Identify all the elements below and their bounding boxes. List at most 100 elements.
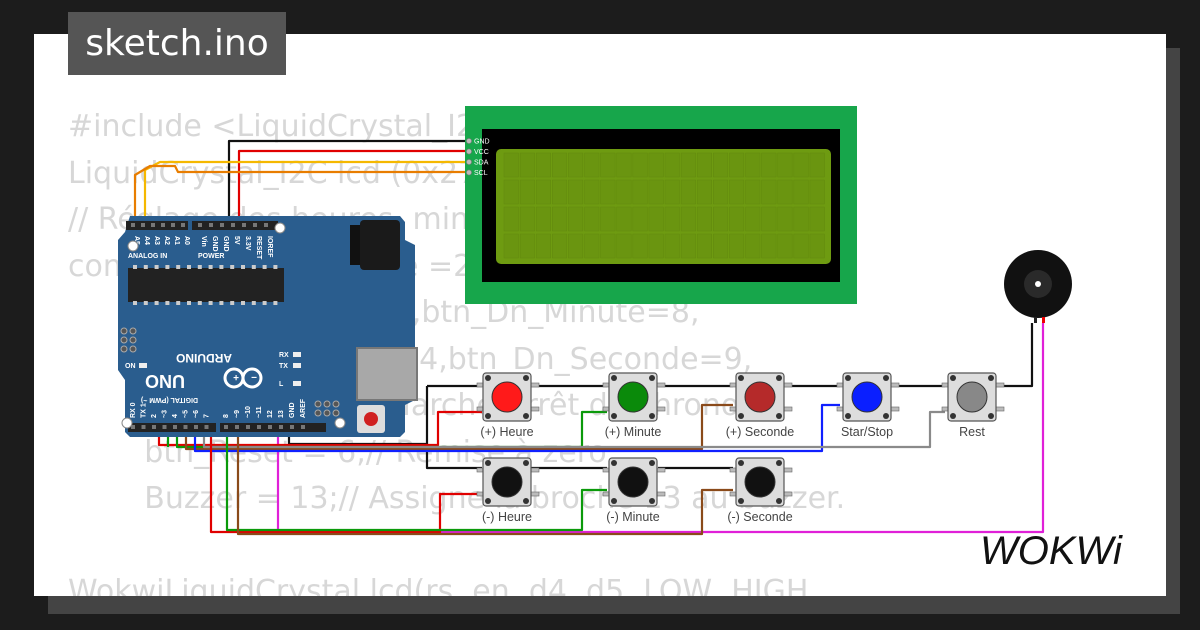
button-label: (-) Heure <box>482 510 532 524</box>
analog-pin-label: A1 <box>173 236 180 245</box>
button-label: (-) Seconde <box>727 510 792 524</box>
wire-dn-minute <box>225 429 607 532</box>
pushbutton[interactable]: (+) Heure <box>476 372 540 439</box>
button-cap[interactable] <box>617 381 649 413</box>
digital-pin-label: ~3 <box>162 410 169 418</box>
digital-pin-label: TX 1 <box>141 403 148 418</box>
pushbutton[interactable]: (+) Minute <box>602 372 666 439</box>
button-label: (+) Seconde <box>726 425 794 439</box>
buzzer[interactable] <box>1004 250 1072 323</box>
power-pin-label: GND <box>222 236 229 252</box>
board-leds: ON L TX RX <box>125 352 301 388</box>
wire-dn-seconde <box>236 429 733 536</box>
digital-pin-label: ~9 <box>234 410 241 418</box>
infinity-logo: − + <box>223 367 263 389</box>
led-label: TX <box>279 363 288 370</box>
button-label: Star/Stop <box>841 425 893 439</box>
lcd-character-grid <box>503 152 825 259</box>
atmega-chip <box>128 268 284 302</box>
led-label: L <box>279 381 284 388</box>
model-text: UNO <box>145 371 185 391</box>
digital-pin-label: 8 <box>223 414 230 418</box>
lcd-pin-label: SCL <box>474 170 488 177</box>
button-label: (-) Minute <box>606 510 660 524</box>
analog-pin-label: A0 <box>183 236 190 245</box>
digital-pin-label: ~11 <box>256 406 263 418</box>
digital-pin-label: 2 <box>151 414 158 418</box>
digital-pin-label: RX 0 <box>130 402 137 418</box>
power-pin-label: 5V <box>233 236 240 245</box>
lcd-pin-label: VCC <box>474 149 489 156</box>
svg-text:−: − <box>251 371 257 382</box>
digital-pin-label: 4 <box>172 414 179 418</box>
svg-text:+: + <box>233 371 239 382</box>
wires <box>133 139 1045 536</box>
pushbutton[interactable]: Rest <box>941 372 1005 439</box>
digital-pin-label: ~6 <box>193 410 200 418</box>
wire-vcc-lcd <box>237 149 469 224</box>
lcd-pin-label: SDA <box>474 160 489 167</box>
lcd-pin-labels: GND VCC SDA SCL <box>466 138 490 177</box>
button-cap[interactable] <box>491 466 523 498</box>
pushbutton[interactable]: (-) Minute <box>602 457 666 524</box>
usb-port <box>357 348 417 400</box>
wire-start <box>193 403 840 453</box>
analog-title: ANALOG IN <box>128 253 167 260</box>
button-label: Rest <box>959 425 985 439</box>
pushbutton[interactable]: (+) Seconde <box>726 372 794 439</box>
digital-pin-label: ~5 <box>183 410 190 418</box>
chip-pins <box>133 265 278 305</box>
wire-dn-heure <box>209 429 482 534</box>
digital-pin-label: 12 <box>267 410 274 418</box>
power-title: POWER <box>198 253 224 260</box>
power-pin-label: IOREF <box>266 236 273 258</box>
button-cap[interactable] <box>744 381 776 413</box>
digital-pin-label: 13 <box>278 410 285 418</box>
wire-gnd-buzzer <box>996 323 1034 388</box>
wire-up-heure <box>157 410 482 447</box>
digital-title: DIGITAL (PWM ~) <box>141 396 198 403</box>
wire-buzzer <box>276 323 1045 534</box>
pushbutton[interactable]: (-) Seconde <box>727 457 793 524</box>
power-pin-label: RESET <box>255 236 262 260</box>
lcd-module[interactable]: GND VCC SDA SCL <box>465 106 857 304</box>
button-cap[interactable] <box>491 381 523 413</box>
button-cap[interactable] <box>956 381 988 413</box>
button-cap[interactable] <box>744 466 776 498</box>
power-pin-label: Vin <box>200 236 207 247</box>
analog-pin-label: A5 <box>133 236 140 245</box>
code-line: WokwiLiquidCrystal lcd(rs, en, d4, d5, L… <box>68 574 809 596</box>
analog-pin-label: A2 <box>163 236 170 245</box>
analog-pin-label: A4 <box>143 236 150 245</box>
digital-pin-label: GND <box>289 402 296 418</box>
led-label: RX <box>279 352 289 359</box>
pushbutton[interactable]: Star/Stop <box>836 372 900 439</box>
pushbuttons: (+) Heure (+) Minute (+) Seconde Star/Stop R… <box>476 372 1005 524</box>
wire-reset <box>202 410 945 449</box>
power-pin-label: 3.3V <box>244 236 251 251</box>
wire-gnd-lcd <box>227 139 469 224</box>
digital-pin-label: 7 <box>204 414 211 418</box>
button-cap[interactable] <box>851 381 883 413</box>
wokwi-logo-text: WOKWi <box>980 529 1123 573</box>
icsp-header <box>120 327 340 417</box>
wire-gnd-dn <box>425 386 482 470</box>
button-label: (+) Heure <box>480 425 533 439</box>
wokwi-logo: WOKWi <box>980 529 1123 573</box>
power-pin-label: GND <box>211 236 218 252</box>
wire-scl-lcd <box>133 164 469 224</box>
button-label: (+) Minute <box>605 425 662 439</box>
analog-pin-label: A3 <box>153 236 160 245</box>
led-label: ON <box>125 363 136 370</box>
digital-pin-label: AREF <box>300 398 307 418</box>
button-cap[interactable] <box>617 466 649 498</box>
pushbutton[interactable]: (-) Heure <box>476 457 540 524</box>
brand-text: ARDUINO <box>176 351 232 365</box>
lcd-pin-label: GND <box>474 139 490 146</box>
wire-up-seconde <box>184 403 733 451</box>
sketch-title: sketch.ino <box>68 12 286 75</box>
